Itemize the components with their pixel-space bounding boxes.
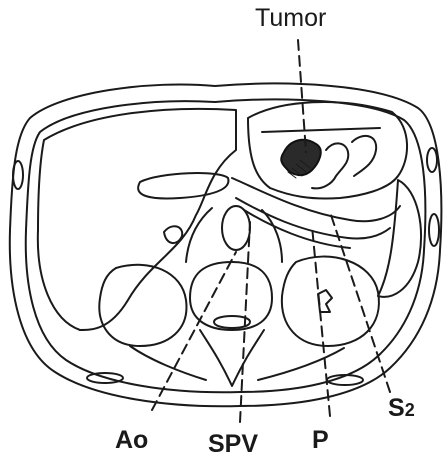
paraspinal-muscle-right: [258, 348, 344, 380]
label-spv: SPV: [208, 432, 258, 457]
liver-vessel: [164, 226, 182, 243]
leader-tumor: [298, 40, 306, 152]
right-kidney: [99, 265, 186, 346]
leader-p: [312, 226, 330, 416]
spleen-outline: [378, 180, 421, 297]
liver-outline: [38, 109, 236, 330]
splenic-vein: [244, 210, 350, 248]
label-tumor: Tumor: [255, 6, 326, 31]
aorta: [222, 206, 250, 250]
stomach-fold: [262, 128, 380, 132]
rib-right-lower: [429, 214, 439, 246]
body-wall-inner: [26, 99, 426, 392]
vertebral-body: [190, 262, 272, 330]
leader-ao: [152, 252, 236, 410]
label-s2-letter: S: [388, 394, 405, 422]
paraspinal-muscle-left: [130, 346, 206, 380]
tumor-mass: [281, 140, 321, 175]
pancreas-upper: [232, 178, 400, 221]
tumor-lobulation-2: [352, 136, 376, 176]
rib-right-upper: [427, 148, 437, 172]
right-crus: [262, 210, 282, 262]
spinous-process: [200, 330, 264, 386]
rib-left: [13, 161, 23, 189]
label-p: P: [312, 428, 329, 453]
label-s2-subscript: 2: [405, 400, 415, 420]
label-s2: S2: [388, 396, 415, 421]
label-ao: Ao: [115, 428, 148, 453]
left-kidney: [282, 257, 379, 346]
liver-fissure: [138, 173, 228, 198]
left-crus: [186, 208, 212, 262]
